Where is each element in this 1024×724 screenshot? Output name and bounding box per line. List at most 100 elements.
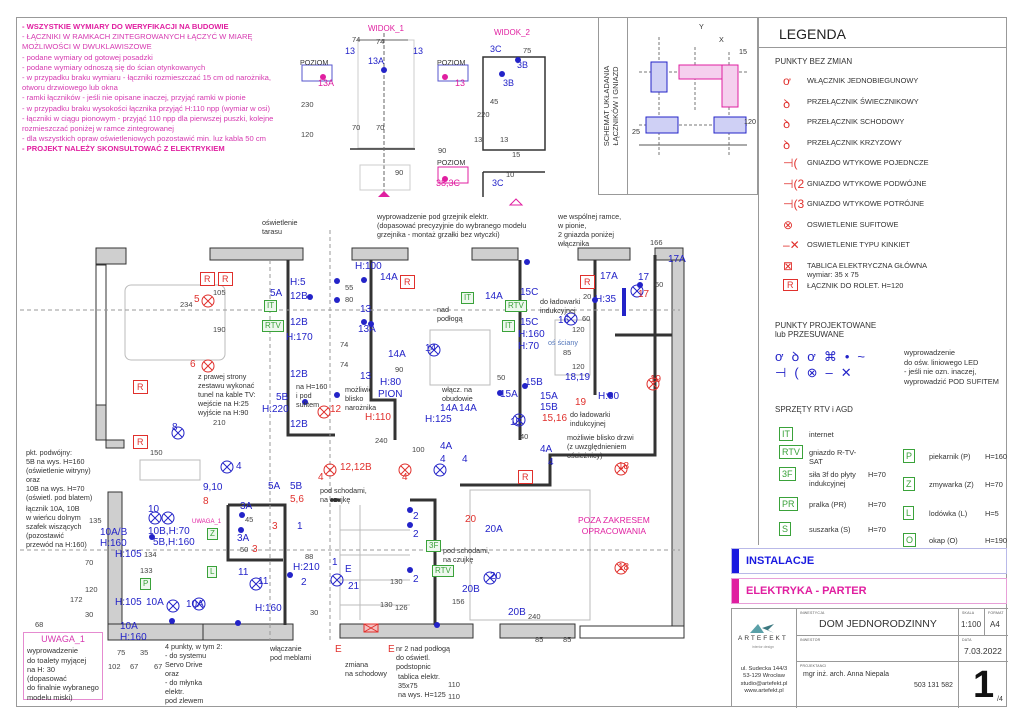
ceiling-light-icon	[564, 312, 578, 326]
rtv-symbol-z-icon: Z	[903, 477, 915, 491]
sheet-number: 1	[973, 664, 995, 706]
drawing-frame	[16, 17, 1007, 707]
rtv-item-label: lodówka (L)	[929, 509, 968, 518]
led-note-line: wyprowadzenie	[904, 348, 955, 357]
connection-point-icon	[239, 512, 245, 518]
dim-15: 15	[739, 47, 747, 56]
rtv-symbol-l-icon: L	[903, 506, 915, 520]
connection-point-icon	[361, 277, 367, 283]
connection-point-icon	[522, 383, 528, 389]
note-line: - podane wymiary od gotowej posadzki	[22, 52, 153, 62]
ceiling-light-icon	[323, 463, 337, 477]
wall	[202, 623, 294, 641]
dim-120: 120	[744, 117, 756, 126]
legend-item-label: PRZEŁĄCZNIK ŚWIECZNIKOWY	[807, 96, 919, 106]
note-line: - ramki łączników - jeśli nie opisane in…	[22, 93, 246, 103]
legend-title: LEGENDA	[759, 17, 1007, 48]
ceiling-light-icon	[317, 405, 331, 419]
legend-item-label: PRZEŁĄCZNIK SCHODOWY	[807, 117, 905, 126]
ceiling-light-icon	[161, 511, 175, 525]
wall	[671, 259, 685, 627]
ceiling-light-icon	[433, 463, 447, 477]
connection-point-icon	[334, 278, 340, 284]
wall	[471, 247, 519, 261]
designer-phone: 503 131 582	[914, 682, 953, 689]
scale-label: SKALA	[962, 611, 975, 615]
company-tagline: interior design	[752, 645, 774, 649]
investment-label: INWESTYCJA	[800, 611, 825, 615]
note-line: - w przypadku braku wysokości łącznika p…	[22, 103, 271, 113]
rtv-item-label: piekarnik (P)	[929, 452, 971, 461]
address-line: ul. Sudecka 144/3	[740, 666, 788, 672]
ceiling-light-icon	[646, 377, 660, 391]
connection-point-icon	[334, 392, 340, 398]
rtv-symbol-pr-icon: PR	[779, 497, 798, 511]
dim-x: X	[719, 35, 724, 44]
legend-item-label: GNIAZDO WTYKOWE POJEDNCZE	[807, 158, 929, 167]
scale-value: 1:100	[961, 620, 982, 629]
connection-point-icon	[302, 399, 308, 405]
main-panel-icon: ⊠	[783, 258, 794, 273]
connection-point-icon	[149, 534, 155, 540]
connection-point-icon	[407, 567, 413, 573]
led-note-line: wyprowadzić POD SUFITEM	[904, 376, 999, 386]
ceiling-light-icon	[512, 413, 526, 427]
connection-point-icon	[524, 259, 530, 265]
ceiling-light-icon	[398, 463, 412, 477]
note-line: - dla wszystkich opraw oświetleniowych p…	[22, 134, 266, 144]
wall	[209, 247, 304, 261]
detail-views	[301, 33, 546, 206]
rtv-item-label: suszarka (S)	[809, 525, 851, 534]
rtv-symbol-3f-icon: 3F	[779, 467, 796, 481]
legend-item-label: OSWIETLENIE SUFITOWE	[807, 219, 899, 229]
wall	[577, 247, 631, 261]
format-value: A4	[990, 620, 1000, 629]
address-line: 53-129 Wrocław	[743, 673, 785, 680]
note-line: - WSZYSTKIE WYMIARY DO WERYFIKACJI NA BU…	[22, 22, 229, 31]
wall	[499, 623, 576, 639]
wall	[107, 491, 123, 633]
note-line: - ŁĄCZNIKI W RAMKACH ZINTEGROWANYCH ŁĄCZ…	[22, 32, 253, 52]
wall	[95, 264, 107, 406]
uwaga-line: modelu miski)	[27, 692, 73, 702]
wall	[654, 247, 684, 261]
legend-item-label: ŁĄCZNIK DO ROLET. H=120	[807, 281, 904, 290]
section-unchanged: PUNKTY BEZ ZMIAN	[775, 57, 853, 66]
ceiling-light-icon	[201, 294, 215, 308]
rtv-symbol-o-icon: O	[903, 533, 917, 547]
ceiling-light-icon	[220, 460, 234, 474]
led-note-line: do ośw. liniowego LED	[904, 357, 979, 367]
connection-point-icon	[592, 297, 598, 303]
rtv-symbol-rtv-icon: RTV	[779, 445, 803, 459]
ceiling-light-icon	[330, 573, 344, 587]
new-symbols-icons: ơꝺơ⌘•~⊣(⊗–✕	[775, 349, 873, 380]
connection-point-icon	[235, 620, 241, 626]
triple-socket-icon: ⊣(3	[783, 197, 805, 211]
uwaga-line: wyprowadzenie	[27, 646, 78, 656]
rtv-symbol-s-icon: S	[779, 522, 792, 536]
wall	[351, 247, 409, 261]
category-bar: INSTALACJE	[731, 548, 1007, 574]
staircase-switch-icon: ꝺ	[783, 117, 791, 131]
wall	[105, 439, 125, 449]
uwaga-line: do toalety myjącej	[27, 655, 87, 665]
investment-name: DOM JEDNORODZINNY	[819, 618, 937, 630]
legend-item-label: PRZEŁĄCZNIK KRZYZOWY	[807, 137, 902, 147]
rtv-item-label: siła 3f do płyty indukcyjnej	[809, 470, 856, 488]
investor-label: INWESTOR	[800, 638, 821, 642]
note-line: - łączniki w ciągu pionowym - przyjąć 11…	[22, 113, 274, 134]
address-line: studio@artefekt.pl	[740, 680, 788, 687]
blind-switch-icon: R	[783, 279, 798, 291]
rtv-item-height: H=5	[985, 509, 999, 518]
double-socket-icon: ⊣(2	[783, 176, 805, 191]
led-note-line: - jeśli nie ozn. inaczej,	[904, 367, 977, 376]
rtv-item-height: H=70	[985, 480, 1003, 489]
uwaga-line: na H: 30	[27, 664, 55, 674]
dim-y: Y	[699, 22, 704, 31]
designers-label: PROJEKTANCI	[800, 664, 827, 668]
ceiling-light-icon	[427, 343, 441, 357]
single-pole-switch-icon: ơ	[783, 74, 791, 88]
connection-point-icon	[607, 392, 613, 398]
